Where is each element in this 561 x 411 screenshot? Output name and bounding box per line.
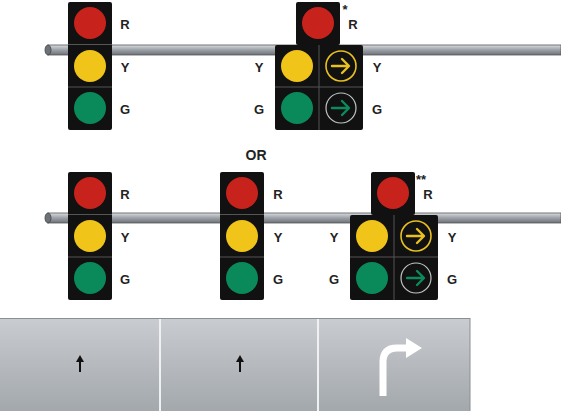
lamp-label: G <box>447 273 457 286</box>
alternative-label: OR <box>246 148 267 162</box>
lane-arrow <box>76 338 422 396</box>
lamp-label: Y <box>373 61 382 74</box>
lamp-label: Y <box>121 231 130 244</box>
signal-head <box>275 2 363 130</box>
lamp-label: G <box>120 103 130 116</box>
footnote-mark: ** <box>416 173 426 186</box>
footnote-mark: * <box>342 3 347 16</box>
lamp-label: Y <box>274 231 283 244</box>
lamp-label: R <box>348 18 357 31</box>
lamp-label: Y <box>121 61 130 74</box>
lamp-label: Y <box>255 61 264 74</box>
lamp-label: R <box>120 188 129 201</box>
lamp-label: G <box>120 273 130 286</box>
lamp-label: G <box>273 273 283 286</box>
lamp-label: R <box>120 18 129 31</box>
signal-head <box>68 172 112 300</box>
lamp-label: R <box>423 188 432 201</box>
lamp-label: R <box>273 188 282 201</box>
lamp-label: G <box>329 273 339 286</box>
lane-panels <box>0 318 470 411</box>
signal-head <box>68 2 112 130</box>
signal-head <box>350 172 438 300</box>
mast-arm <box>45 45 561 223</box>
lamp-label: Y <box>330 231 339 244</box>
signal-head <box>220 172 264 300</box>
lamp-label: G <box>254 103 264 116</box>
lamp-label: G <box>372 103 382 116</box>
lamp-label: Y <box>448 231 457 244</box>
